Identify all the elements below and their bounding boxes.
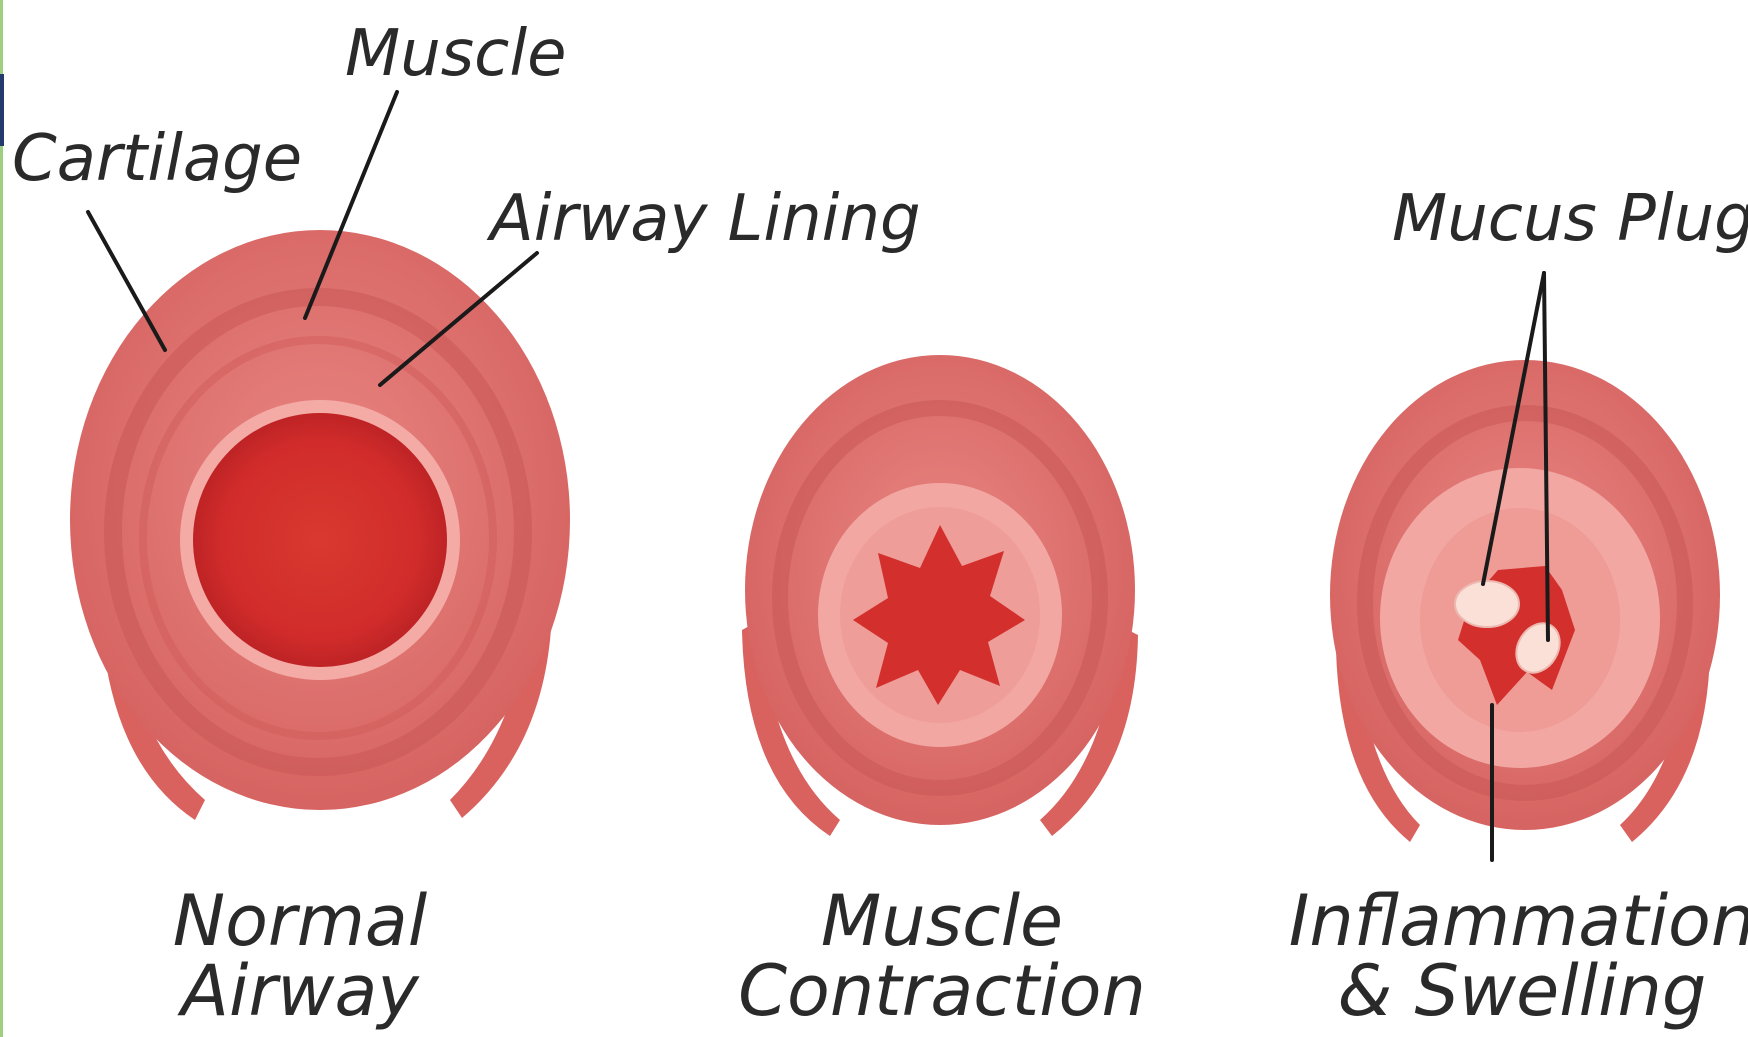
mucus-plug-upper [1455,581,1519,627]
contracted-airway-illustration [742,355,1138,836]
label-cartilage: Cartilage [12,122,302,196]
label-airway-lining: Airway Lining [486,182,921,256]
label-mucus-plugs: Mucus Plugs [1392,182,1748,256]
caption-inflammation-line2: & Swelling [1338,950,1707,1032]
open-lumen [193,413,447,667]
caption-normal-line2: Airway [177,950,420,1032]
caption-contraction-line2: Contraction [738,950,1146,1032]
leader-line-cartilage [88,212,165,350]
inflamed-airway-illustration [1330,360,1720,842]
label-muscle: Muscle [345,17,566,91]
normal-airway-illustration [70,230,570,820]
